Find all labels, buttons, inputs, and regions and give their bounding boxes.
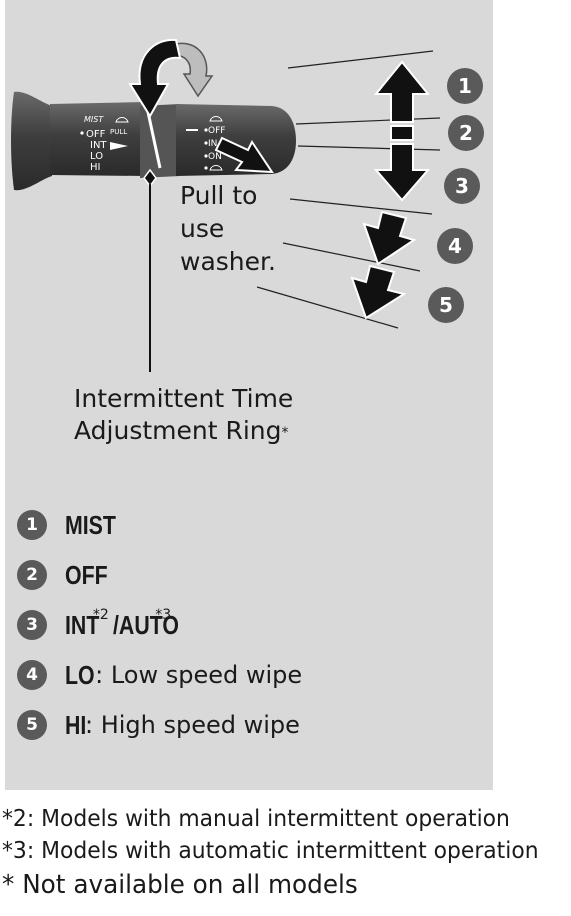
legend-term: INT: [65, 609, 100, 640]
legend-footnote-mark: *2: [92, 607, 109, 623]
legend-description: : High speed wipe: [85, 711, 300, 739]
stalk-shaft: [50, 102, 145, 176]
stalk-label-off: OFF: [86, 129, 106, 140]
ring-label-line: Adjustment Ring: [74, 416, 282, 445]
arrow-down-lo: [362, 210, 417, 266]
legend-item: 1 MIST: [17, 500, 302, 550]
pull-to-use-washer-label: Pull to use washer.: [180, 179, 300, 278]
footnotes: *2: Models with manual intermittent oper…: [2, 803, 567, 903]
leader-line-2: [295, 117, 441, 125]
leader-line-1: [287, 50, 434, 69]
ring-label-on: ON: [208, 152, 222, 162]
stalk-label-mist: MIST: [84, 115, 104, 124]
leader-line-6: [256, 286, 399, 329]
leader-line-3: [297, 145, 441, 151]
legend-item: 5 HI : High speed wipe: [17, 700, 302, 750]
pull-label-line: use: [180, 214, 225, 243]
stalk-label-pull: PULL: [110, 128, 127, 136]
footnote: *2: Models with manual intermittent oper…: [2, 806, 510, 832]
leader-line-5: [282, 242, 421, 272]
arrow-down-int: [373, 143, 431, 202]
legend-footnote-mark: *3: [155, 607, 172, 623]
legend-item: 2 OFF: [17, 550, 302, 600]
ring-rotate-arrows-icon: [128, 38, 214, 118]
callout-number-5: 5: [439, 293, 453, 317]
legend-number-badge: 5: [17, 710, 47, 740]
pull-label-line: washer.: [180, 247, 276, 276]
legend-number-badge: 1: [17, 510, 47, 540]
rotate-front-arrow: [128, 38, 182, 118]
intermittent-ring-label: Intermittent Time Adjustment Ring*: [74, 383, 374, 447]
arrow-off-bar: [390, 125, 414, 141]
legend-number-badge: 4: [17, 660, 47, 690]
pull-label-line: Pull to: [180, 181, 258, 210]
legend-number-badge: 2: [17, 560, 47, 590]
legend-term: MIST: [65, 509, 116, 540]
callout-number-4: 4: [448, 234, 462, 258]
ring-label-off: OFF: [208, 126, 225, 136]
legend-term: OFF: [65, 559, 108, 590]
ring-label-int: IN: [208, 139, 217, 149]
legend-term: /AUTO: [112, 609, 179, 640]
legend-term: LO: [65, 659, 95, 690]
ring-label-mark: *: [281, 425, 289, 441]
int-pointer: [110, 142, 128, 150]
ring-label-line: Intermittent Time: [74, 384, 294, 413]
callout-number-2: 2: [459, 121, 473, 145]
stalk-label-int: INT: [90, 140, 107, 151]
wiper-stalk: MIST PULL OFF INT LO HI OFF IN ON: [11, 91, 296, 372]
stalk-tip: [176, 104, 296, 176]
wiper-glyph-icon: [115, 116, 223, 171]
legend-item: 3 INT*2/AUTO*3: [17, 600, 302, 650]
legend-item: 4 LO : Low speed wipe: [17, 650, 302, 700]
callout-number-1: 1: [458, 74, 472, 98]
pull-arrow-icon: [214, 136, 274, 174]
leader-lines: [256, 50, 441, 329]
position-legend: 1 MIST 2 OFF 3 INT*2/AUTO*3 4 LO : Low speed wi…: [17, 500, 302, 750]
legend-term: HI: [65, 709, 87, 740]
arrow-up-mist: [373, 60, 431, 123]
leader-line-4: [289, 198, 433, 215]
callout-badges: 1 2 3 4 5: [428, 68, 484, 323]
callout-number-3: 3: [455, 174, 469, 198]
stalk-base: [11, 91, 52, 191]
rotate-back-arrow: [173, 42, 214, 98]
stalk-label-lo: LO: [90, 151, 103, 162]
position-arrows: [350, 60, 431, 320]
wiper-stalk-diagram: MIST PULL OFF INT LO HI OFF IN ON: [11, 38, 484, 372]
footnote: * Not available on all models: [2, 870, 358, 900]
footnote: *3: Models with automatic intermittent o…: [2, 838, 539, 864]
legend-description: : Low speed wipe: [95, 661, 303, 689]
stalk-label-hi: HI: [90, 162, 100, 173]
arrow-down-hi: [350, 264, 407, 320]
legend-number-badge: 3: [17, 610, 47, 640]
